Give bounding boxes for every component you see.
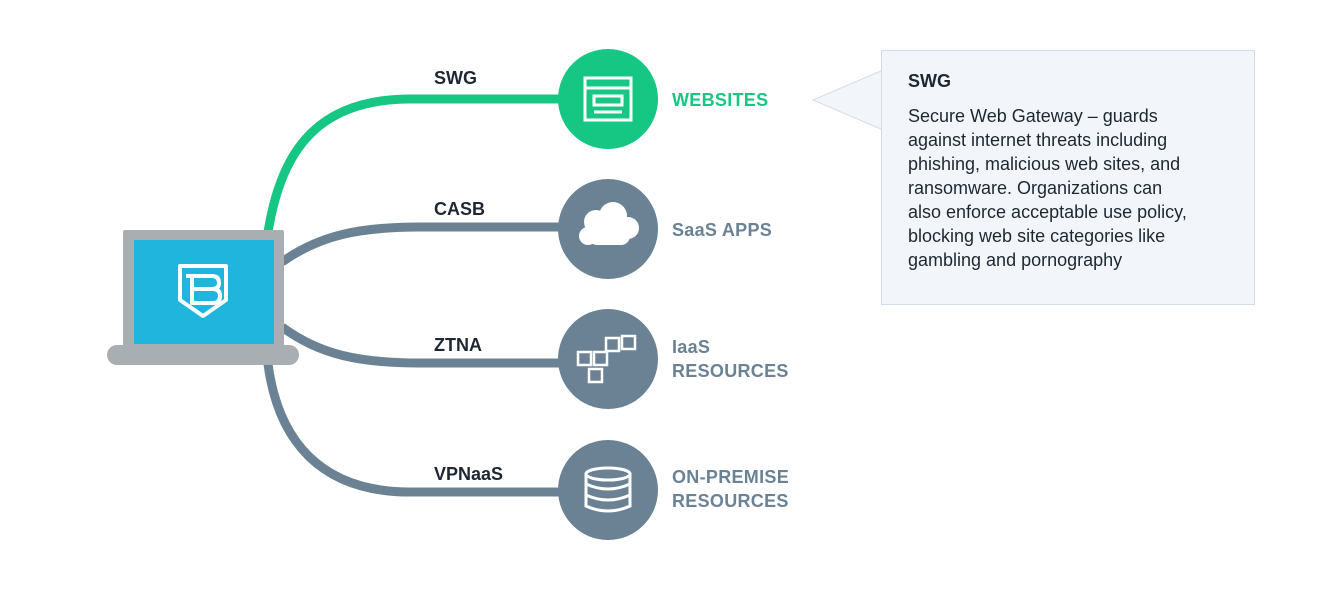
callout-line: phishing, malicious web sites, and bbox=[908, 154, 1181, 174]
iaas-resources-node[interactable] bbox=[558, 309, 658, 409]
laptop-icon bbox=[107, 230, 299, 365]
callout-line: against internet threats including bbox=[908, 130, 1168, 150]
connector-label-swg: SWG bbox=[434, 68, 477, 88]
connector-label-casb: CASB bbox=[434, 199, 486, 219]
callout-line: ransomware. Organizations can bbox=[908, 178, 1163, 198]
connector-label-vpnaas: VPNaaS bbox=[434, 464, 504, 484]
callout-body: Secure Web Gateway – guards against inte… bbox=[908, 104, 1228, 272]
connector-ztna bbox=[279, 323, 562, 368]
iaas-label-line-1: IaaS bbox=[672, 337, 711, 357]
browser-window-icon bbox=[583, 76, 633, 122]
saas-apps-label-line: SaaS APPS bbox=[672, 220, 773, 240]
iaas-resources-label: IaaS RESOURCES bbox=[672, 335, 789, 383]
websites-node[interactable] bbox=[558, 49, 658, 149]
callout-line: blocking web site categories like bbox=[908, 226, 1166, 246]
info-callout: SWG Secure Web Gateway – guards against … bbox=[881, 50, 1255, 305]
saas-apps-label: SaaS APPS bbox=[672, 218, 772, 242]
on-premise-label-line-2: RESOURCES bbox=[672, 491, 789, 511]
connector-swg bbox=[263, 94, 562, 233]
iaas-label-line-2: RESOURCES bbox=[672, 361, 789, 381]
websites-label-line: WEBSITES bbox=[672, 90, 769, 110]
on-premise-resources-node[interactable] bbox=[558, 440, 658, 540]
shield-b-logo-icon bbox=[178, 264, 228, 318]
connector-vpnaas bbox=[263, 363, 562, 497]
callout-line: also enforce acceptable use policy, bbox=[908, 202, 1187, 222]
callout-line: Secure Web Gateway – guards bbox=[908, 106, 1158, 126]
websites-label: WEBSITES bbox=[672, 88, 768, 112]
saas-apps-node[interactable] bbox=[558, 179, 658, 279]
cubes-icon bbox=[576, 334, 637, 384]
cloud-icon bbox=[579, 202, 639, 245]
connector-label-ztna: ZTNA bbox=[434, 335, 482, 355]
on-premise-resources-label: ON-PREMISE RESOURCES bbox=[672, 465, 789, 513]
callout-title: SWG bbox=[908, 71, 951, 91]
database-icon bbox=[584, 466, 632, 513]
callout-line: gambling and pornography bbox=[908, 250, 1123, 270]
callout-pointer bbox=[811, 69, 884, 131]
connector-casb bbox=[279, 222, 562, 266]
on-premise-label-line-1: ON-PREMISE bbox=[672, 467, 790, 487]
